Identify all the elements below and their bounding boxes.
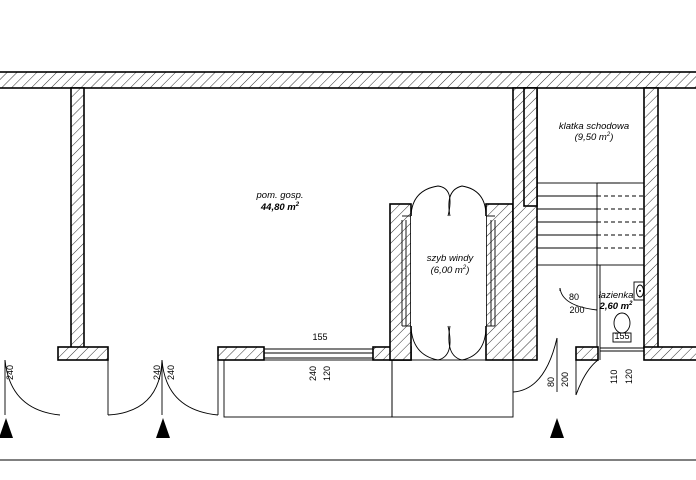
entrance-arrow-icon bbox=[0, 418, 13, 438]
bathroom-partition bbox=[596, 265, 644, 360]
wall-right-stub bbox=[643, 346, 696, 361]
room-elevator-area: (6,00 m2) bbox=[431, 265, 470, 276]
entrance-arrow-icon bbox=[550, 418, 564, 438]
dim-200-door: 200 bbox=[560, 372, 570, 387]
dim-155-bath: 155 bbox=[614, 331, 629, 341]
entrance-arrow-icon bbox=[156, 418, 170, 438]
wall-stair-right bbox=[643, 87, 659, 349]
dim-240-c: 240 bbox=[166, 365, 176, 380]
bathroom-door bbox=[559, 287, 598, 311]
elevator-door-bottom bbox=[410, 325, 487, 361]
elevator-interior bbox=[411, 216, 486, 326]
bathroom-wall-stub bbox=[575, 346, 599, 361]
room-elevator-name: szyb windy bbox=[427, 253, 475, 264]
canopy bbox=[223, 359, 514, 418]
room-storage-name: pom. gosp. bbox=[256, 190, 304, 201]
elevator-wall-left-vertical bbox=[389, 203, 412, 361]
dim-80-door: 80 bbox=[546, 377, 556, 387]
room-bathroom-area: 2,60 m2 bbox=[599, 301, 634, 312]
dim-240-a: 240 bbox=[5, 365, 15, 380]
wall-left-partition bbox=[70, 87, 85, 349]
entrance-door-stair bbox=[512, 337, 599, 396]
dim-155-window: 155 bbox=[312, 332, 327, 342]
room-stairs-name: klatka schodowa bbox=[559, 121, 629, 132]
room-storage-area: 44,80 m2 bbox=[260, 202, 300, 213]
elevator-door-top bbox=[410, 185, 487, 217]
dim-120-window: 120 bbox=[322, 366, 332, 381]
wall-window-left-stub bbox=[217, 346, 265, 361]
room-stairs-area: (9,50 m2) bbox=[575, 132, 614, 143]
wall-left-stub bbox=[57, 346, 109, 361]
entrance-door-left bbox=[4, 359, 61, 416]
elevator-wall-right-vertical bbox=[485, 203, 514, 361]
wall-stair-left-upper bbox=[523, 87, 538, 207]
dim-120-bath: 120 bbox=[624, 369, 634, 384]
staircase bbox=[536, 182, 645, 266]
dim-240-window: 240 bbox=[308, 366, 318, 381]
dim-110-bath: 110 bbox=[609, 370, 619, 384]
dim-240-b: 240 bbox=[152, 365, 162, 380]
dim-200-bath: 200 bbox=[569, 305, 584, 315]
sink-icon bbox=[633, 281, 645, 301]
room-bathroom-name: łazienka bbox=[599, 290, 634, 301]
dim-80-bath: 80 bbox=[569, 292, 579, 302]
entrance-door-middle bbox=[107, 359, 219, 416]
elevator-rails bbox=[401, 215, 496, 327]
window-storage bbox=[264, 348, 373, 359]
toilet-icon bbox=[612, 312, 632, 343]
top-wall bbox=[0, 71, 696, 89]
